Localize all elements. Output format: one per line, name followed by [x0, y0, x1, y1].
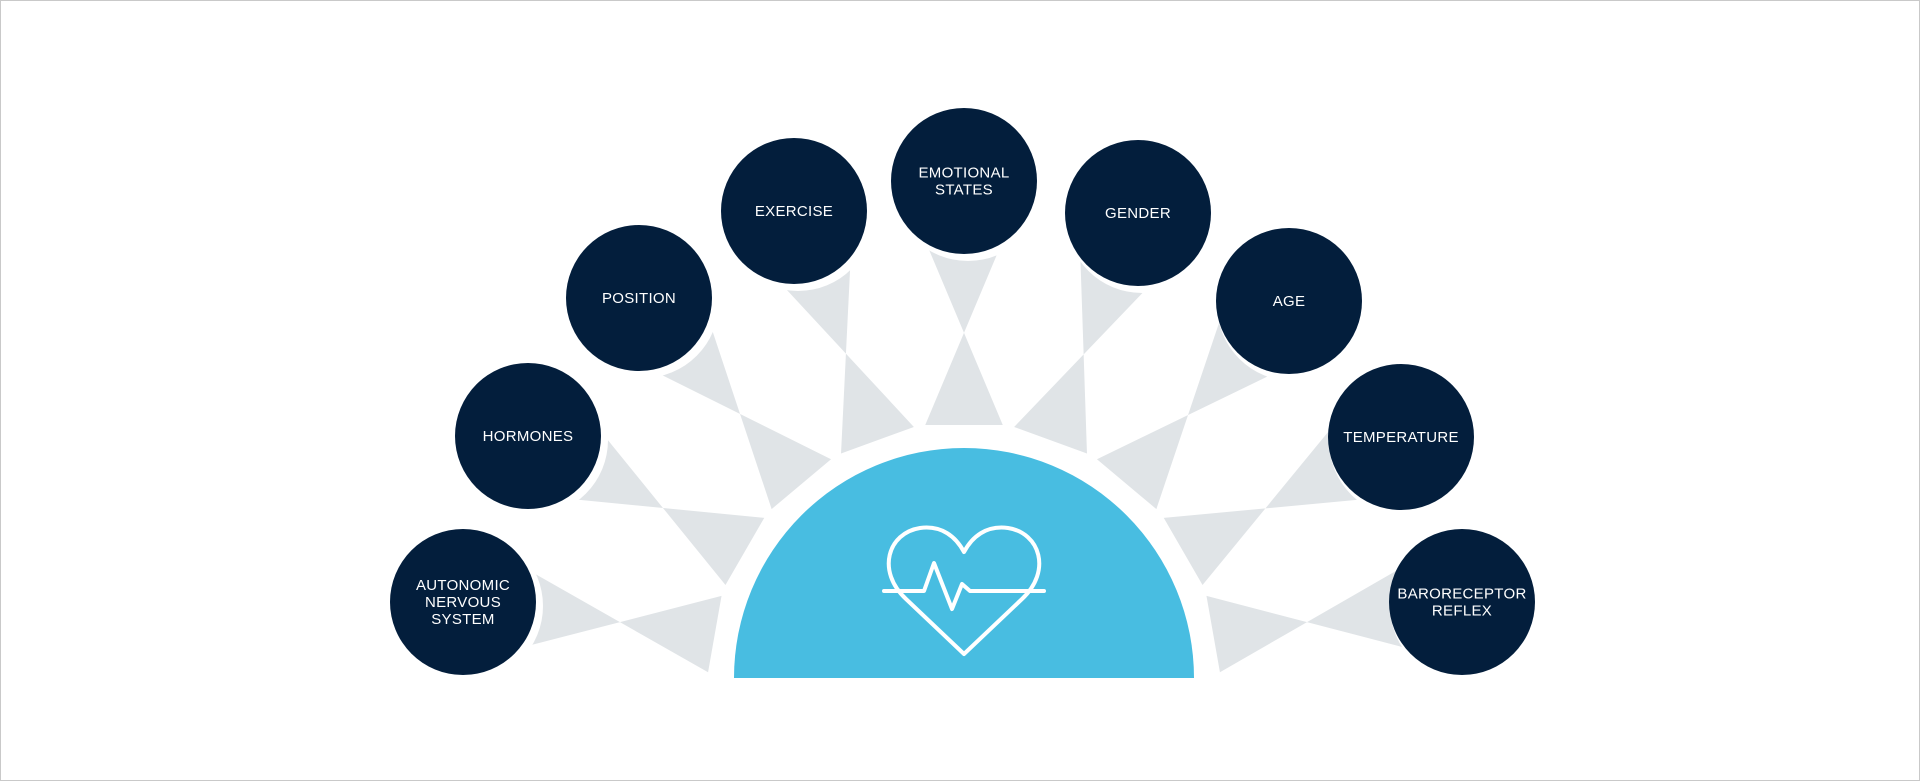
factor-circle	[390, 529, 536, 675]
factor-circle	[1389, 529, 1535, 675]
factor-label-line: POSITION	[602, 290, 676, 307]
factor-label-line: TEMPERATURE	[1343, 429, 1459, 446]
factor-circle	[566, 225, 712, 371]
factor-label-line: SYSTEM	[431, 611, 494, 628]
factor-temperature: TEMPERATURE	[1328, 364, 1481, 517]
center-hub	[716, 430, 1212, 678]
factor-label-exercise: EXERCISE	[755, 203, 833, 220]
factor-hormones: HORMONES	[455, 363, 608, 516]
factor-label-hormones: HORMONES	[483, 428, 574, 445]
factor-label-line: BARORECEPTOR	[1397, 586, 1526, 603]
factor-circle	[455, 363, 601, 509]
factor-label-line: GENDER	[1105, 205, 1171, 222]
heart-pulse-icon	[882, 525, 1046, 656]
factor-circle	[891, 108, 1037, 254]
factor-circle	[1065, 140, 1211, 286]
factor-position: POSITION	[566, 225, 719, 378]
factor-label-gender: GENDER	[1105, 205, 1171, 222]
pulse-line	[882, 561, 1046, 611]
factor-label-age: AGE	[1273, 293, 1306, 310]
heart-outline	[886, 525, 1042, 656]
factor-circle	[1328, 364, 1474, 510]
factor-exercise: EXERCISE	[721, 138, 874, 291]
factor-label-line: STATES	[935, 182, 993, 199]
center-hub-fill	[734, 448, 1194, 678]
factor-label-line: REFLEX	[1432, 603, 1492, 620]
factor-label-line: AGE	[1273, 293, 1306, 310]
factor-label-temperature: TEMPERATURE	[1343, 429, 1459, 446]
factor-label-line: HORMONES	[483, 428, 574, 445]
factor-label-line: AUTONOMIC	[416, 577, 510, 594]
factor-circle	[721, 138, 867, 284]
factor-label-line: NERVOUS	[425, 594, 501, 611]
factor-circle	[1216, 228, 1362, 374]
factor-age: AGE	[1216, 228, 1369, 381]
factor-label-position: POSITION	[602, 290, 676, 307]
factor-label-line: EXERCISE	[755, 203, 833, 220]
factor-gender: GENDER	[1065, 140, 1218, 293]
baseline-mask	[300, 678, 1630, 698]
factor-label-line: EMOTIONAL	[918, 165, 1009, 182]
